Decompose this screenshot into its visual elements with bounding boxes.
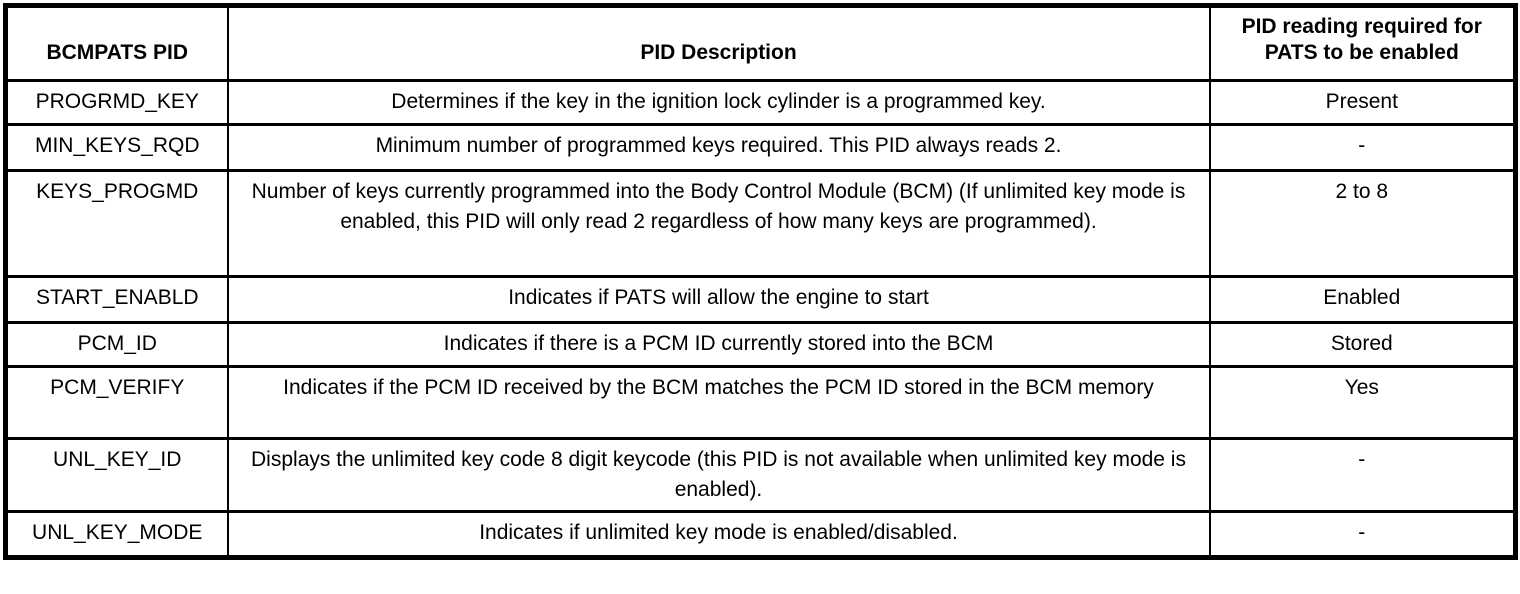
bcmpats-pid-header: BCMPATS PID bbox=[4, 4, 229, 82]
description-cell: Number of keys currently programmed into… bbox=[226, 169, 1211, 278]
table-row: PCM_ID Indicates if there is a PCM ID cu… bbox=[4, 321, 1517, 368]
pid-cell: UNL_KEY_ID bbox=[4, 437, 229, 513]
pid-reading-header-label: PID reading required for PATS to be enab… bbox=[1241, 15, 1482, 64]
description-cell: Indicates if unlimited key mode is enabl… bbox=[226, 510, 1211, 559]
table-row: MIN_KEYS_RQD Minimum number of programme… bbox=[4, 123, 1517, 172]
reading-cell: 2 to 8 bbox=[1208, 169, 1517, 278]
table-row: PCM_VERIFY Indicates if the PCM ID recei… bbox=[4, 365, 1517, 440]
description-cell: Displays the unlimited key code 8 digit … bbox=[226, 437, 1211, 513]
pid-cell: PCM_VERIFY bbox=[4, 365, 229, 440]
reading-cell: - bbox=[1208, 510, 1517, 559]
reading-cell: Stored bbox=[1208, 321, 1517, 368]
description-cell: Indicates if there is a PCM ID currently… bbox=[226, 321, 1211, 368]
table-row: PROGRMD_KEY Determines if the key in the… bbox=[4, 79, 1517, 126]
pid-cell: MIN_KEYS_RQD bbox=[4, 123, 229, 172]
header-row: BCMPATS PID PID Description PID reading … bbox=[4, 4, 1517, 82]
description-cell: Indicates if PATS will allow the engine … bbox=[226, 275, 1211, 324]
pid-cell: KEYS_PROGMD bbox=[4, 169, 229, 278]
reading-cell: Present bbox=[1208, 79, 1517, 126]
bcmpats-pid-table: BCMPATS PID PID Description PID reading … bbox=[3, 3, 1518, 560]
table-row: UNL_KEY_MODE Indicates if unlimited key … bbox=[4, 510, 1517, 559]
table-row: START_ENABLD Indicates if PATS will allo… bbox=[4, 275, 1517, 324]
pid-cell: PROGRMD_KEY bbox=[4, 79, 229, 126]
pid-description-header: PID Description bbox=[226, 4, 1211, 82]
pid-cell: UNL_KEY_MODE bbox=[4, 510, 229, 559]
description-cell: Indicates if the PCM ID received by the … bbox=[226, 365, 1211, 440]
table-row: UNL_KEY_ID Displays the unlimited key co… bbox=[4, 437, 1517, 513]
reading-cell: Yes bbox=[1208, 365, 1517, 440]
table-row: KEYS_PROGMD Number of keys currently pro… bbox=[4, 169, 1517, 278]
pid-cell: START_ENABLD bbox=[4, 275, 229, 324]
description-cell: Minimum number of programmed keys requir… bbox=[226, 123, 1211, 172]
reading-cell: Enabled bbox=[1208, 275, 1517, 324]
reading-cell: - bbox=[1208, 123, 1517, 172]
reading-cell: - bbox=[1208, 437, 1517, 513]
pid-cell: PCM_ID bbox=[4, 321, 229, 368]
description-cell: Determines if the key in the ignition lo… bbox=[226, 79, 1211, 126]
pid-reading-header: PID reading required for PATS to be enab… bbox=[1208, 4, 1517, 82]
